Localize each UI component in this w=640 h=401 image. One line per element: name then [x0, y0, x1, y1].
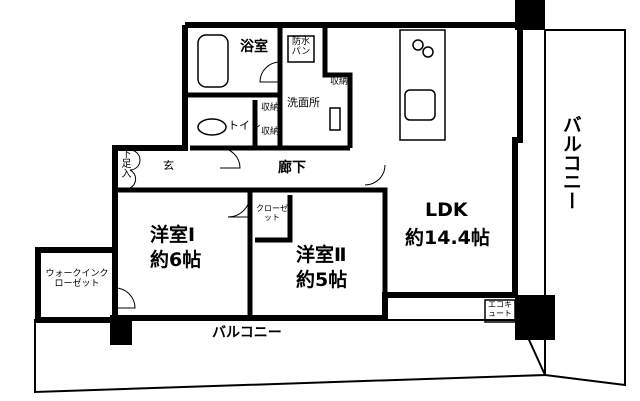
- entrance-label: 玄: [163, 159, 174, 172]
- bathtub: [197, 34, 229, 88]
- waterproof-pan: [287, 35, 315, 63]
- column: [515, 0, 545, 30]
- column: [110, 315, 132, 345]
- outer-walls: [35, 22, 523, 323]
- storage-label: 収納: [261, 127, 280, 137]
- western-room-1-name: 洋室Ⅰ: [150, 224, 196, 246]
- door-swing: [114, 61, 386, 309]
- stove-burner: [412, 39, 424, 51]
- sink: [329, 107, 341, 131]
- western-room-1-size: 約6帖: [150, 249, 202, 271]
- balcony-right-outline: [544, 29, 626, 387]
- kitchen-sink: [404, 89, 436, 121]
- storage-label: 収納: [330, 77, 349, 87]
- waterproof-pan-label: 防水パン: [291, 37, 311, 57]
- balcony-bottom-label: バルコニー: [212, 325, 282, 341]
- storage-label: 収納: [261, 103, 280, 113]
- inner-walls: [115, 25, 388, 318]
- washroom-label: 洗面所: [287, 96, 320, 109]
- hallway-label: 廊下: [278, 160, 306, 176]
- eco-cute-label: エコキュート: [488, 300, 512, 318]
- kitchen-counter: [399, 29, 446, 141]
- stove-burner: [422, 46, 434, 58]
- ldk-name: LDK: [425, 199, 468, 221]
- shoe-box-label: 下足入: [119, 148, 130, 178]
- toilet-label: トイレ: [228, 119, 261, 132]
- ldk-size: 約14.4帖: [405, 227, 490, 249]
- western-room-2-size: 約5帖: [296, 269, 348, 291]
- balcony-right-label: バルコニー: [559, 115, 582, 210]
- column: [515, 295, 555, 340]
- bath-label: 浴室: [240, 39, 268, 55]
- closet-label: クローゼット: [256, 204, 288, 222]
- western-room-2-name: 洋室Ⅱ: [296, 244, 347, 266]
- toilet-bowl: [197, 118, 227, 136]
- walkin-closet-label: ウォークインクローゼット: [45, 269, 109, 289]
